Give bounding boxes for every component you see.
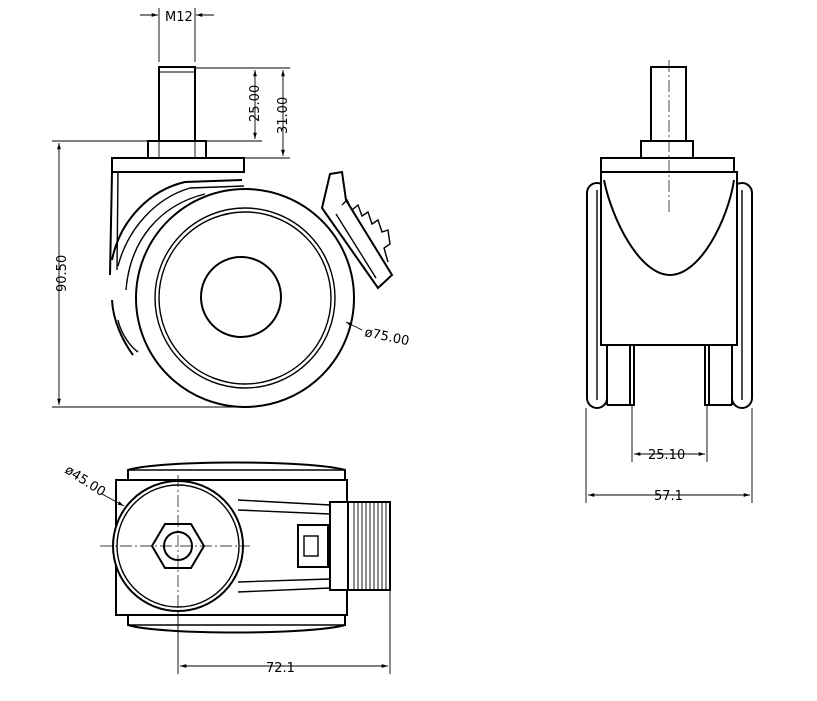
- wheel-hub: [200, 256, 282, 338]
- top-link: [297, 524, 329, 568]
- front-body-curve: [603, 179, 735, 277]
- dim-hub-diameter: ø45.00: [62, 463, 108, 500]
- wheel-tread: [154, 207, 336, 389]
- front-nut: [640, 140, 694, 159]
- side-view: M12 25.00 31.00 90.50 ø75.00: [52, 8, 410, 408]
- housing-edge: [109, 171, 113, 276]
- dim-overall-height: 90.50: [55, 255, 70, 292]
- front-plate: [600, 157, 735, 173]
- brake-lever: [320, 170, 394, 290]
- front-view: 25.10 57.1: [585, 60, 753, 504]
- wheel-guard: [111, 179, 243, 261]
- dim-stem-total: 31.00: [276, 97, 291, 134]
- dim-stem-length: 25.00: [248, 85, 263, 122]
- threaded-stem: [158, 66, 196, 142]
- dim-overall-width: 57.1: [654, 489, 683, 504]
- dim-wheel-spacing: 25.10: [648, 448, 685, 463]
- top-view: ø45.00 72.1: [62, 461, 391, 676]
- top-pedal-ribbed: [347, 501, 391, 591]
- top-pedal-base: [329, 501, 349, 591]
- dim-overall-length: 72.1: [266, 661, 295, 676]
- front-body: [600, 171, 738, 346]
- top-plate: [111, 157, 245, 173]
- dim-wheel-diameter: ø75.00: [363, 325, 410, 349]
- dim-thread: M12: [165, 10, 193, 25]
- front-stem: [650, 66, 687, 142]
- hex-nut: [147, 140, 207, 159]
- wheel-outer: [135, 188, 355, 408]
